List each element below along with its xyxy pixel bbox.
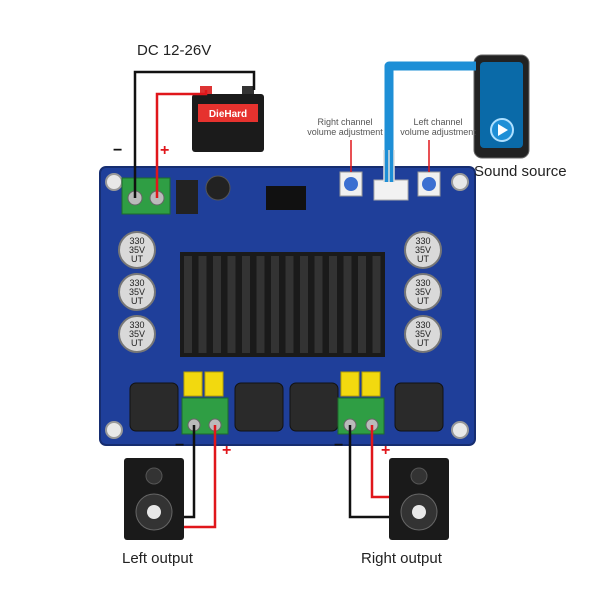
right-speaker (389, 458, 449, 540)
left-speaker-wire-positive (184, 425, 217, 529)
left-output-minus-sign: − (175, 437, 185, 454)
capacitor-label: 330 (129, 320, 144, 330)
diode (176, 180, 198, 214)
left-speaker (124, 458, 184, 540)
heatsink-fins (184, 256, 381, 353)
power-wire-positive (155, 90, 208, 198)
capacitor-label: 35V (129, 329, 145, 339)
capacitor-label: 330 (415, 320, 430, 330)
left-output-terminal (181, 397, 229, 435)
power-plus-sign: + (160, 142, 170, 159)
capacitor-label: 35V (415, 245, 431, 255)
capacitor-label: 35V (129, 287, 145, 297)
audio-input-cable (384, 61, 476, 182)
capacitor-label: UT (417, 254, 429, 264)
input-connector (373, 179, 409, 201)
left-volume-label: Left channel volume adjustment (400, 117, 476, 137)
right-output-plus-sign: + (381, 442, 391, 459)
capacitor-label: 35V (415, 329, 431, 339)
capacitor-label: 35V (129, 245, 145, 255)
volume-pot-right (339, 171, 363, 197)
capacitor-label: 330 (129, 278, 144, 288)
battery-brand: DieHard (209, 109, 247, 120)
right-output-terminal (337, 397, 385, 435)
capacitor-label: 330 (415, 236, 430, 246)
battery: DieHard (192, 86, 264, 152)
power-wire-negative (133, 70, 256, 198)
capacitor-label: UT (417, 338, 429, 348)
capacitor-label: UT (417, 296, 429, 306)
left-output-label: Left output (122, 550, 193, 567)
left-output-plus-sign: + (222, 442, 232, 459)
inductors (129, 382, 444, 432)
left-speaker-wire-negative (184, 425, 196, 519)
right-speaker-wire-positive (370, 425, 389, 499)
capacitor-label: 330 (415, 278, 430, 288)
right-volume-label: Right channel volume adjustment (307, 117, 383, 137)
power-label: DC 12-26V (137, 42, 212, 59)
capacitor-label: UT (131, 254, 143, 264)
small-capacitor (205, 175, 231, 201)
capacitors: 33035VUT33035VUT33035VUT33035VUT33035VUT… (118, 231, 442, 353)
right-output-minus-sign: − (334, 437, 344, 454)
power-terminal (121, 177, 171, 215)
right-output-label: Right output (361, 550, 442, 567)
film-capacitors (183, 371, 381, 397)
amplifier-chip (266, 186, 306, 210)
right-speaker-wire-negative (348, 425, 389, 519)
volume-pot-left (417, 171, 441, 197)
power-minus-sign: − (113, 142, 123, 159)
capacitor-label: 35V (415, 287, 431, 297)
capacitor-label: UT (131, 296, 143, 306)
capacitor-label: UT (131, 338, 143, 348)
heatsink (180, 252, 385, 357)
sound-source-label: Sound source (474, 163, 567, 180)
sound-source-device (473, 54, 530, 159)
capacitor-label: 330 (129, 236, 144, 246)
